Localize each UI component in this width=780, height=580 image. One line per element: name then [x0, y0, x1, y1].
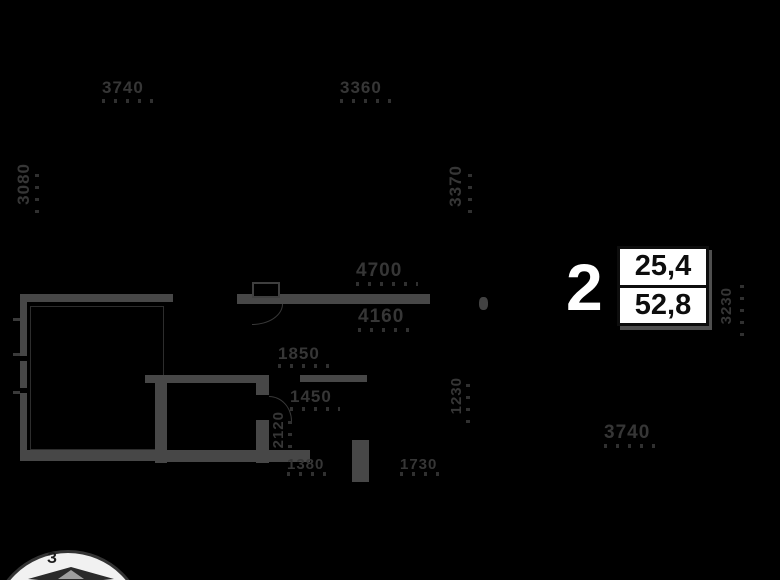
dimension-label: 1730 [400, 456, 438, 473]
dimension-label: 1850 [278, 344, 320, 363]
area-badge: 25,4 52,8 [617, 246, 709, 326]
dimension-label: 4700 [356, 260, 403, 281]
dimension-line [278, 364, 330, 368]
total-area-value: 52,8 [634, 288, 692, 321]
dimension-label: 3230 [718, 287, 735, 325]
wall-segment [20, 294, 27, 460]
compass-needle-icon [28, 567, 114, 580]
wall-segment [237, 294, 430, 304]
door-arc [252, 304, 283, 325]
dimension-line [604, 444, 660, 448]
dimension-line [400, 472, 446, 476]
window-mark [20, 356, 27, 361]
dimension-line [288, 414, 292, 448]
dimension-line [35, 165, 39, 213]
dimension-label: 2120 [270, 411, 287, 449]
wall-segment [155, 450, 310, 462]
wall-segment [352, 440, 369, 482]
room-inner-outline [30, 306, 164, 450]
dimension-label: 4160 [358, 306, 405, 327]
window-mark [20, 388, 27, 393]
dimension-label: 3740 [604, 422, 651, 443]
door-hinge-mark [479, 297, 488, 310]
rooms-count: 2 [566, 250, 603, 324]
wall-segment [256, 375, 269, 395]
window-tick [13, 318, 20, 321]
dimension-line [468, 167, 472, 213]
shaft-stub [252, 282, 280, 298]
dimension-line [102, 99, 160, 103]
window-tick [13, 353, 20, 356]
dimension-label: 1230 [448, 377, 465, 415]
wall-segment [20, 450, 178, 461]
wall-segment [145, 375, 267, 383]
dimension-line [287, 472, 333, 476]
dimension-label: 1380 [287, 456, 325, 473]
wall-segment [155, 375, 167, 463]
living-area-value: 25,4 [620, 249, 706, 288]
wall-segment [300, 375, 367, 382]
window-tick [13, 391, 20, 394]
dimension-label: 1450 [290, 387, 332, 406]
dimension-line [290, 407, 340, 411]
dimension-line [358, 328, 418, 332]
wall-segment [20, 294, 173, 302]
dimension-line [340, 99, 398, 103]
dimension-label: 3360 [340, 78, 382, 97]
dimension-label: 3740 [102, 78, 144, 97]
dimension-line [356, 282, 418, 286]
dimension-line [740, 284, 744, 336]
dimension-label: 3080 [14, 163, 33, 205]
dimension-label: 3370 [446, 165, 465, 207]
compass-direction-label: З [47, 550, 58, 567]
dimension-line [466, 379, 470, 423]
